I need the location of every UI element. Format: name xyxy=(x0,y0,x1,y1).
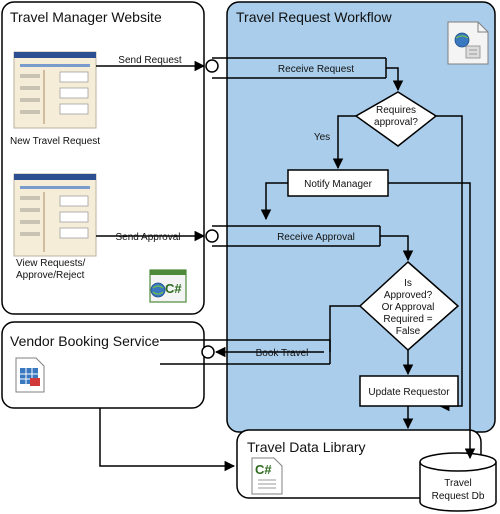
requires-approval-line1: Requires xyxy=(376,105,416,116)
vendor-title: Vendor Booking Service xyxy=(10,333,160,349)
vendor-panel xyxy=(1,321,205,409)
library-title: Travel Data Library xyxy=(247,439,366,455)
csharp-web-icon-text: C# xyxy=(165,281,182,296)
is-approved-line2: Approved? xyxy=(384,290,433,301)
db-label-line2: Request Db xyxy=(432,491,485,502)
is-approved-line4: Required = xyxy=(383,314,432,325)
receive-request-label: Receive Request xyxy=(278,64,354,75)
workflow-icon xyxy=(447,21,489,65)
website-title: Travel Manager Website xyxy=(10,9,162,25)
is-approved-line5: False xyxy=(396,326,421,337)
requires-approval-decision xyxy=(354,91,438,147)
new-request-form-icon xyxy=(13,51,97,129)
vendor-service-icon xyxy=(15,357,45,393)
is-approved-line3: Or Approval xyxy=(382,302,435,313)
update-requestor-label: Update Requestor xyxy=(368,387,450,398)
notify-manager-label: Notify Manager xyxy=(304,179,372,190)
csharp-library-icon-text: C# xyxy=(255,462,272,477)
is-approved-line1: Is xyxy=(404,278,412,289)
new-request-label: New Travel Request xyxy=(10,136,100,147)
csharp-web-icon: C# xyxy=(149,269,187,303)
view-requests-label-line2: Approve/Reject xyxy=(16,270,85,281)
db-label-line1: Travel xyxy=(444,478,471,489)
requires-approval-line2: approval? xyxy=(374,117,418,128)
workflow-panel xyxy=(226,1,496,433)
receive-approval-label: Receive Approval xyxy=(277,232,355,243)
book-travel-label: Book Travel xyxy=(256,348,309,359)
receive-request-port xyxy=(205,59,219,73)
send-request-label: Send Request xyxy=(118,55,182,66)
view-requests-form-icon xyxy=(13,173,97,257)
book-travel-port xyxy=(201,345,215,359)
receive-approval-port xyxy=(205,229,219,243)
send-approval-label: Send Approval xyxy=(115,232,180,243)
update-requestor-activity xyxy=(359,375,459,407)
view-requests-label-line1: View Requests/ xyxy=(16,258,86,269)
travel-request-db xyxy=(419,452,497,512)
workflow-title: Travel Request Workflow xyxy=(236,9,392,25)
csharp-library-icon: C# xyxy=(251,457,283,495)
yes-label: Yes xyxy=(314,132,330,143)
